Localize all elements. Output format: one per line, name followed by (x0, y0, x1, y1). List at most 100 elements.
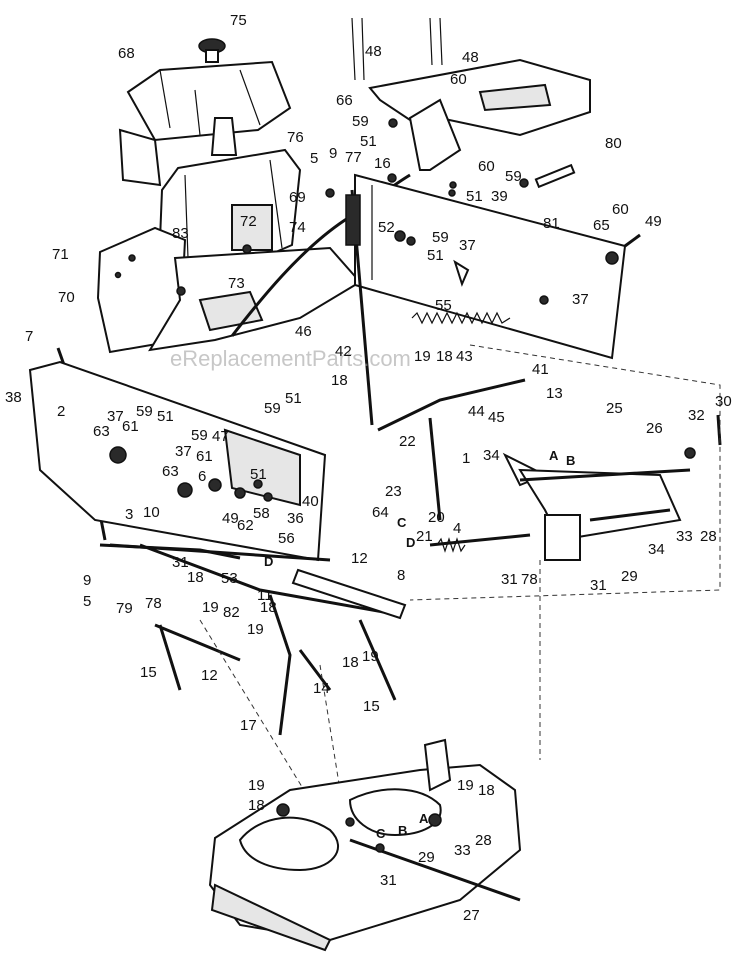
connection-markers: A B C D D A B C (264, 448, 575, 841)
callout-18d: 18 (260, 599, 277, 616)
marker-A1: A (549, 448, 559, 463)
callout-59e: 59 (264, 400, 281, 417)
callout-62: 62 (237, 517, 254, 534)
callout-51b: 51 (466, 188, 483, 205)
callout-71: 71 (52, 246, 69, 263)
callout-30: 30 (715, 393, 732, 410)
callout-59c: 59 (432, 229, 449, 246)
marker-B2: B (398, 823, 407, 838)
callout-21: 21 (416, 528, 433, 545)
callout-37b: 37 (572, 291, 589, 308)
callout-78b: 78 (521, 571, 538, 588)
callout-18a: 18 (436, 348, 453, 365)
callout-7: 7 (25, 328, 33, 345)
guide-lines (199, 344, 721, 801)
callout-59a: 59 (352, 113, 369, 130)
hardware-right (325, 118, 641, 248)
callout-51f: 51 (250, 466, 267, 483)
callout-63a: 63 (93, 423, 110, 440)
watermark: eReplacementParts.com (170, 346, 411, 371)
callout-75: 75 (230, 12, 247, 29)
marker-D2: D (406, 535, 415, 550)
callout-29a: 29 (621, 568, 638, 585)
spring (411, 311, 511, 325)
callouts: 75 68 48 48 60 66 59 51 76 5 9 77 16 60 … (5, 12, 732, 924)
callout-36: 36 (287, 510, 304, 527)
callout-72: 72 (240, 213, 257, 230)
callout-11: 11 (257, 587, 273, 604)
callout-60c: 60 (612, 201, 629, 218)
seat-bracket (351, 17, 591, 171)
callout-19f: 19 (457, 777, 474, 794)
marker-A2: A (419, 811, 429, 826)
callout-74: 74 (289, 219, 306, 236)
callout-19e: 19 (248, 777, 265, 794)
callout-48a: 48 (365, 43, 382, 60)
callout-73: 73 (228, 275, 245, 292)
callout-12b: 12 (201, 667, 218, 684)
lift-linkage (99, 543, 407, 736)
callout-25: 25 (606, 400, 623, 417)
callout-44: 44 (468, 403, 485, 420)
callout-19a: 19 (414, 348, 431, 365)
callout-53: 53 (221, 570, 238, 587)
callout-83: 83 (172, 225, 189, 242)
callout-2: 2 (57, 403, 65, 420)
callout-28b: 28 (475, 832, 492, 849)
callout-59d: 59 (136, 403, 153, 420)
callout-20: 20 (428, 509, 445, 526)
callout-9a: 9 (329, 145, 337, 162)
marker-D1: D (264, 554, 273, 569)
callout-17: 17 (240, 717, 257, 734)
callout-18b: 18 (331, 372, 348, 389)
callout-51c: 51 (427, 247, 444, 264)
callout-77: 77 (345, 149, 362, 166)
callout-33b: 33 (454, 842, 471, 859)
callout-34b: 34 (648, 541, 665, 558)
callout-13: 13 (546, 385, 563, 402)
callout-16: 16 (374, 155, 391, 172)
callout-59b: 59 (505, 168, 522, 185)
marker-B1: B (566, 453, 575, 468)
callout-66: 66 (336, 92, 353, 109)
callout-34a: 34 (483, 447, 500, 464)
callout-15a: 15 (140, 664, 157, 681)
callout-9b: 9 (83, 572, 91, 589)
callout-58: 58 (253, 505, 270, 522)
callout-5b: 5 (83, 593, 91, 610)
callout-69: 69 (289, 189, 306, 206)
callout-46: 46 (295, 323, 312, 340)
callout-45: 45 (488, 409, 505, 426)
callout-29b: 29 (418, 849, 435, 866)
callout-15b: 15 (363, 698, 380, 715)
callout-42: 42 (335, 343, 352, 360)
callout-65: 65 (593, 217, 610, 234)
callout-60b: 60 (478, 158, 495, 175)
callout-31b: 31 (501, 571, 518, 588)
fuel-cap (198, 38, 226, 63)
callout-56: 56 (278, 530, 295, 547)
throttle-rod (345, 189, 374, 426)
callout-18f: 18 (248, 797, 265, 814)
callout-76: 76 (287, 129, 304, 146)
callout-31a: 31 (172, 554, 189, 571)
callout-61a: 61 (122, 418, 139, 435)
callout-80: 80 (605, 135, 622, 152)
callout-14: 14 (313, 680, 330, 697)
callout-19c: 19 (247, 621, 264, 638)
callout-37d: 37 (175, 443, 192, 460)
callout-31d: 31 (380, 872, 397, 889)
mower-deck (208, 738, 522, 952)
callout-43: 43 (456, 348, 473, 365)
callout-61b: 61 (196, 448, 213, 465)
callout-47: 47 (212, 428, 229, 445)
callout-60a: 60 (450, 71, 467, 88)
callout-78a: 78 (145, 595, 162, 612)
marker-C2: C (376, 826, 386, 841)
callout-18e: 18 (342, 654, 359, 671)
fuel-tank (158, 117, 302, 264)
callout-27: 27 (463, 907, 480, 924)
engine-base-plate (148, 244, 362, 352)
callout-33a: 33 (676, 528, 693, 545)
callout-63b: 63 (162, 463, 179, 480)
